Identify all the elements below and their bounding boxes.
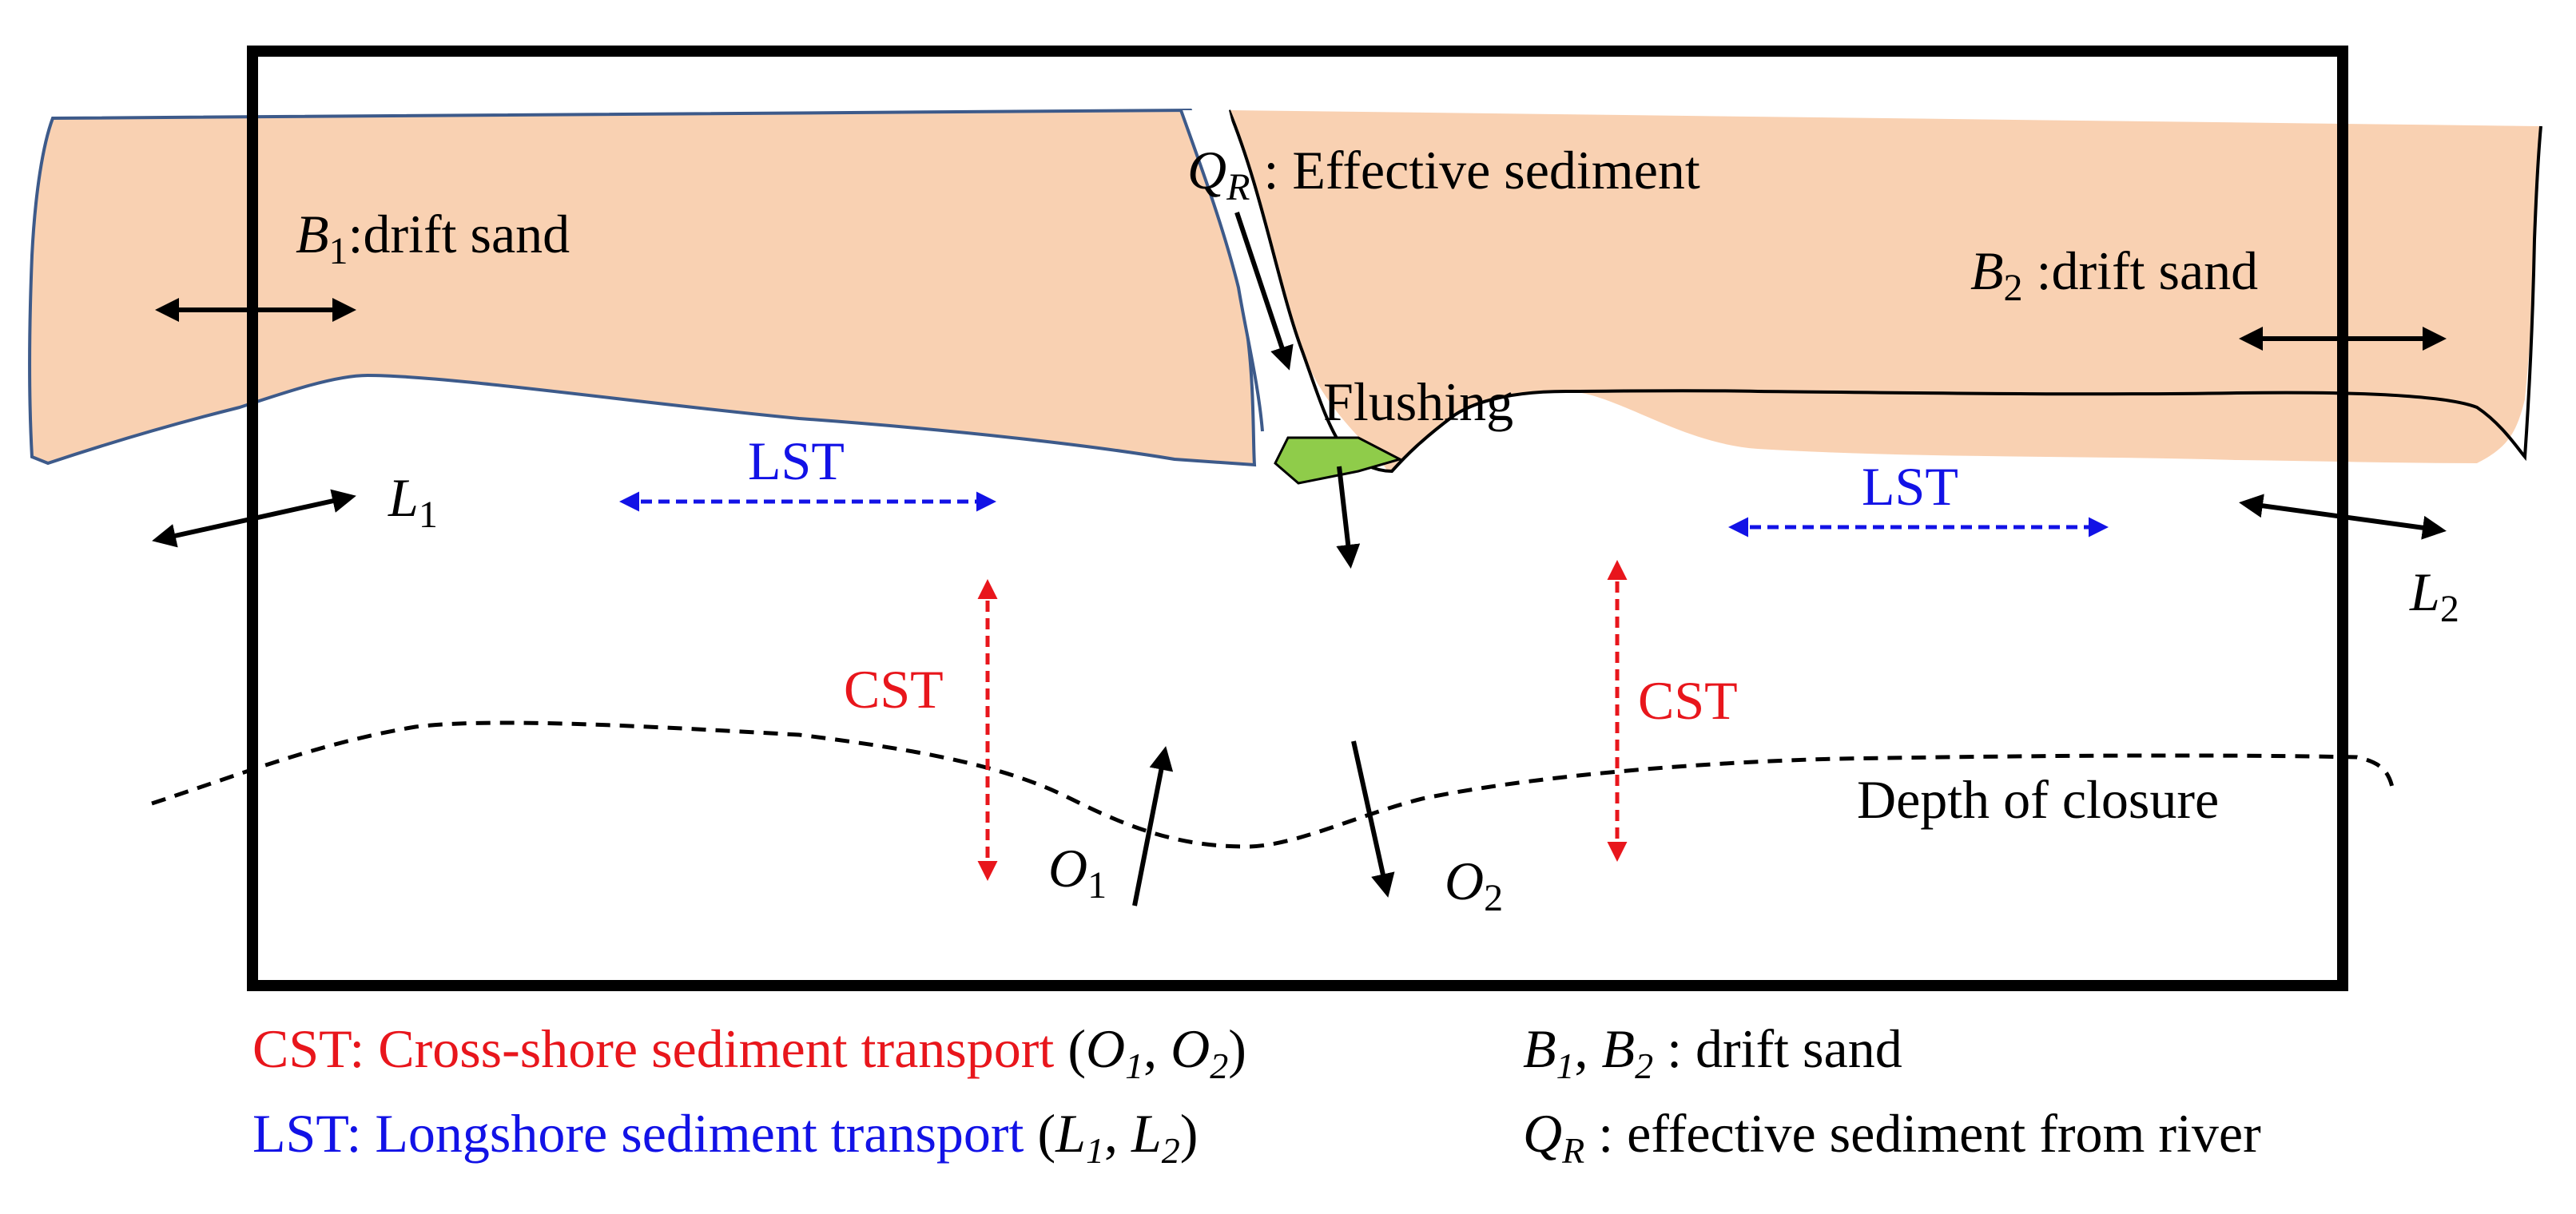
legend-b-text: : drift sand bbox=[1653, 1018, 1902, 1079]
cst-left-label: CST bbox=[844, 659, 944, 720]
legend-b2-sub: 2 bbox=[1635, 1045, 1653, 1086]
qr-text: : Effective sediment bbox=[1250, 140, 1699, 200]
legend-b2: B bbox=[1602, 1018, 1636, 1079]
legend-line-qr: QR : effective sediment from river bbox=[1523, 1103, 2261, 1171]
legend-b-comma: , bbox=[1575, 1018, 1602, 1079]
legend-cst-comma: , bbox=[1143, 1018, 1171, 1079]
legend-o1: O bbox=[1086, 1018, 1125, 1079]
legend-l1: L bbox=[1055, 1103, 1086, 1164]
o2-subscript: 2 bbox=[1484, 877, 1503, 919]
legend-lst-comma: , bbox=[1104, 1103, 1131, 1164]
lst-right-label: LST bbox=[1862, 456, 1958, 517]
right-sand-area bbox=[1229, 110, 2541, 473]
l2-symbol: L bbox=[2409, 561, 2440, 622]
flushing-deposit bbox=[1274, 436, 1404, 485]
right-shoreline bbox=[1227, 109, 2542, 474]
qr-arrow bbox=[1234, 212, 1294, 371]
l1-subscript: 1 bbox=[419, 494, 438, 536]
legend-cst-text: CST: Cross-shore sediment transport bbox=[252, 1018, 1067, 1079]
legend-o1-sub: 1 bbox=[1125, 1045, 1143, 1086]
left-sand-area bbox=[28, 108, 1257, 467]
b2-text: :drift sand bbox=[2023, 240, 2259, 301]
flushing-label: Flushing bbox=[1323, 371, 1513, 432]
b2-symbol: B bbox=[1970, 240, 2004, 301]
flushing-arrow bbox=[1336, 466, 1361, 569]
o2-symbol: O bbox=[1445, 851, 1484, 911]
l2-subscript: 2 bbox=[2440, 588, 2459, 630]
legend-l2-sub: 2 bbox=[1162, 1130, 1180, 1171]
l2-label: L2 bbox=[2409, 561, 2459, 630]
o2-label: O2 bbox=[1445, 851, 1503, 919]
legend-l2: L bbox=[1131, 1103, 1162, 1164]
legend-b1-sub: 1 bbox=[1556, 1045, 1575, 1086]
o1-subscript: 1 bbox=[1087, 864, 1107, 907]
b1-label: B1:drift sand bbox=[296, 204, 570, 272]
legend-line-lst: LST: Longshore sediment transport (L1, L… bbox=[252, 1103, 1198, 1171]
legend-lst-text: LST: Longshore sediment transport bbox=[252, 1103, 1037, 1164]
legend-lst-paren-open: ( bbox=[1037, 1103, 1055, 1164]
legend-qr-text: : effective sediment from river bbox=[1584, 1103, 2261, 1164]
legend-l1-sub: 1 bbox=[1086, 1130, 1104, 1171]
qr-subscript: R bbox=[1226, 166, 1250, 208]
depth-of-closure-label: Depth of closure bbox=[1857, 769, 2219, 830]
b2-subscript: 2 bbox=[2004, 267, 2023, 309]
b2-label: B2 :drift sand bbox=[1970, 240, 2258, 309]
legend-line-b: B1, B2 : drift sand bbox=[1523, 1018, 1902, 1086]
b1-symbol: B bbox=[296, 204, 329, 264]
river-left-bank bbox=[1179, 109, 1264, 432]
legend-lst-paren-close: ) bbox=[1180, 1103, 1199, 1164]
b1-text: :drift sand bbox=[348, 204, 570, 264]
legend-cst-paren-close: ) bbox=[1228, 1018, 1246, 1079]
legend-b1: B bbox=[1523, 1018, 1556, 1079]
legend-line-cst: CST: Cross-shore sediment transport (O1,… bbox=[252, 1018, 1246, 1086]
legend-cst-paren-open: ( bbox=[1067, 1018, 1086, 1079]
o2-arrow bbox=[1351, 740, 1395, 898]
depth-of-closure-line bbox=[151, 720, 2395, 849]
cst-right-label: CST bbox=[1638, 670, 1738, 731]
qr-symbol: Q bbox=[1187, 140, 1226, 200]
b1-subscript: 1 bbox=[329, 230, 348, 272]
l1-label: L1 bbox=[388, 467, 438, 536]
legend-o2-sub: 2 bbox=[1210, 1045, 1228, 1086]
o1-arrow bbox=[1132, 746, 1174, 907]
legend-o2: O bbox=[1171, 1018, 1210, 1079]
lst-left-label: LST bbox=[748, 430, 845, 491]
l1-arrow bbox=[152, 489, 356, 548]
o1-label: O1 bbox=[1048, 838, 1107, 907]
qr-label: QR : Effective sediment bbox=[1187, 140, 1700, 208]
l2-arrow bbox=[2239, 494, 2447, 540]
legend-qr-sub: R bbox=[1561, 1130, 1584, 1171]
legend-qr: Q bbox=[1523, 1103, 1562, 1164]
o1-symbol: O bbox=[1048, 838, 1087, 899]
l1-symbol: L bbox=[388, 467, 419, 528]
